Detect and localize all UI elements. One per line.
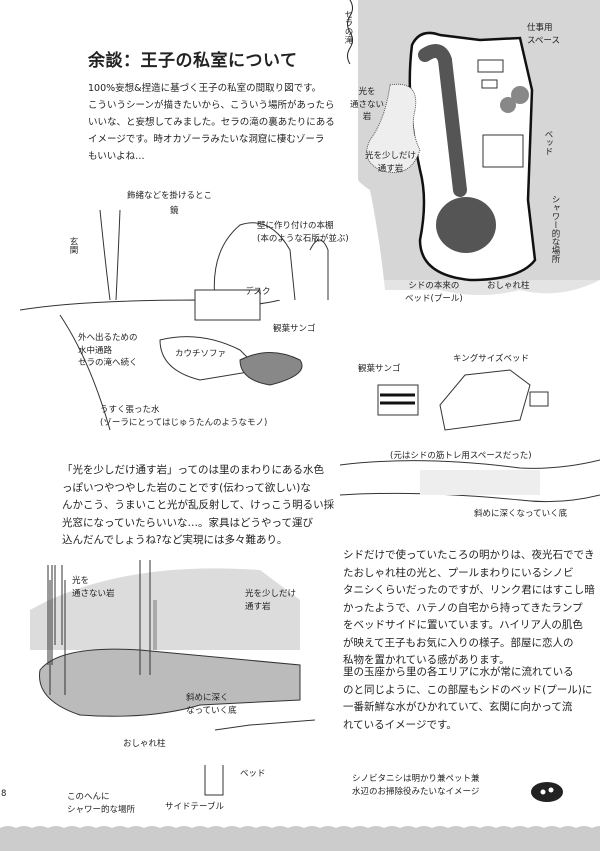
label-light-rock-2: 光を少しだけ 通す岩 <box>245 589 297 612</box>
label-coral-2: 観葉サンゴ <box>358 364 401 374</box>
label-water: うすく張った水 (ゾーラにとってはじゅうたんのようなモノ) <box>100 405 268 428</box>
bottom-wave-band <box>0 826 600 851</box>
snail-icon <box>531 782 563 802</box>
water-text: 里の玉座から里の各エリアに水が常に流れている のと同じように、この部屋もシドのベ… <box>343 666 593 731</box>
label-desk: デスク <box>245 287 271 297</box>
snail-note: シノビタニシは明かり兼ペット兼 水辺のお掃除役みたいなイメージ <box>352 774 480 797</box>
light-text: シドだけで使っていたころの明かりは、夜光石ででき たおしゃれ柱の光と、プールまわ… <box>343 549 595 666</box>
map-label-shower: シャワー的な場所 <box>550 195 560 263</box>
label-bookshelf: 壁に作り付けの本棚 (本のような石版が並ぶ) <box>257 221 349 244</box>
label-pillar-2: おしゃれ柱 <box>123 739 166 749</box>
label-coral: 観葉サンゴ <box>273 324 316 334</box>
label-king-bed: キングサイズベッド <box>453 354 529 364</box>
map-label-pillar: おしゃれ柱 <box>487 281 530 291</box>
label-hook: 飾緒などを掛けるとこ <box>127 191 213 201</box>
page-title: 余談：王子の私室について <box>88 51 298 71</box>
label-bed-2: ベッド <box>240 769 266 779</box>
label-side-table: サイドテーブル <box>165 802 224 812</box>
map-label-work-space: 仕事用 スペース <box>527 23 560 46</box>
map-label-light-rock: 光を少しだけ 通す岩 <box>365 151 417 174</box>
rock-text: 「光を少しだけ通す岩」ってのは里のまわりにある水色 っぽいつやつやした岩のことで… <box>62 464 335 546</box>
map-label-pool-bed: シドの本来の ベッド(プール) <box>405 281 463 304</box>
map-label-waterfall: セラの滝 <box>343 10 353 44</box>
label-bed-note: (元はシドの筋トレ用スペースだった) <box>390 451 532 461</box>
map-label-dark-rock: 光を 通さない 岩 <box>350 87 385 122</box>
label-slope-2: 斜めに深く なっていく底 <box>186 693 237 716</box>
bedroom-illustration <box>339 369 600 503</box>
label-entrance: 玄関 <box>68 237 78 254</box>
label-slope: 斜めに深くなっていく底 <box>474 509 568 519</box>
page-number: 8 <box>1 789 7 799</box>
label-shower-2: このへんに シャワー的な場所 <box>67 792 136 815</box>
pool-illustration <box>30 560 316 796</box>
label-passage: 外へ出るための 水中通路 セラの滝へ続く <box>78 333 138 368</box>
room-illustration <box>19 209 329 431</box>
intro-text: 100%妄想&捏造に基づく王子の私室の間取り図です。 こういうシーンが描きたいか… <box>88 83 335 162</box>
floor-plan-map <box>340 0 600 295</box>
label-couch: カウチソファ <box>175 349 227 359</box>
label-mirror: 鏡 <box>170 206 179 216</box>
label-dark-rock-2: 光を 通さない岩 <box>72 576 115 599</box>
map-label-bed: ベッド <box>543 130 553 156</box>
